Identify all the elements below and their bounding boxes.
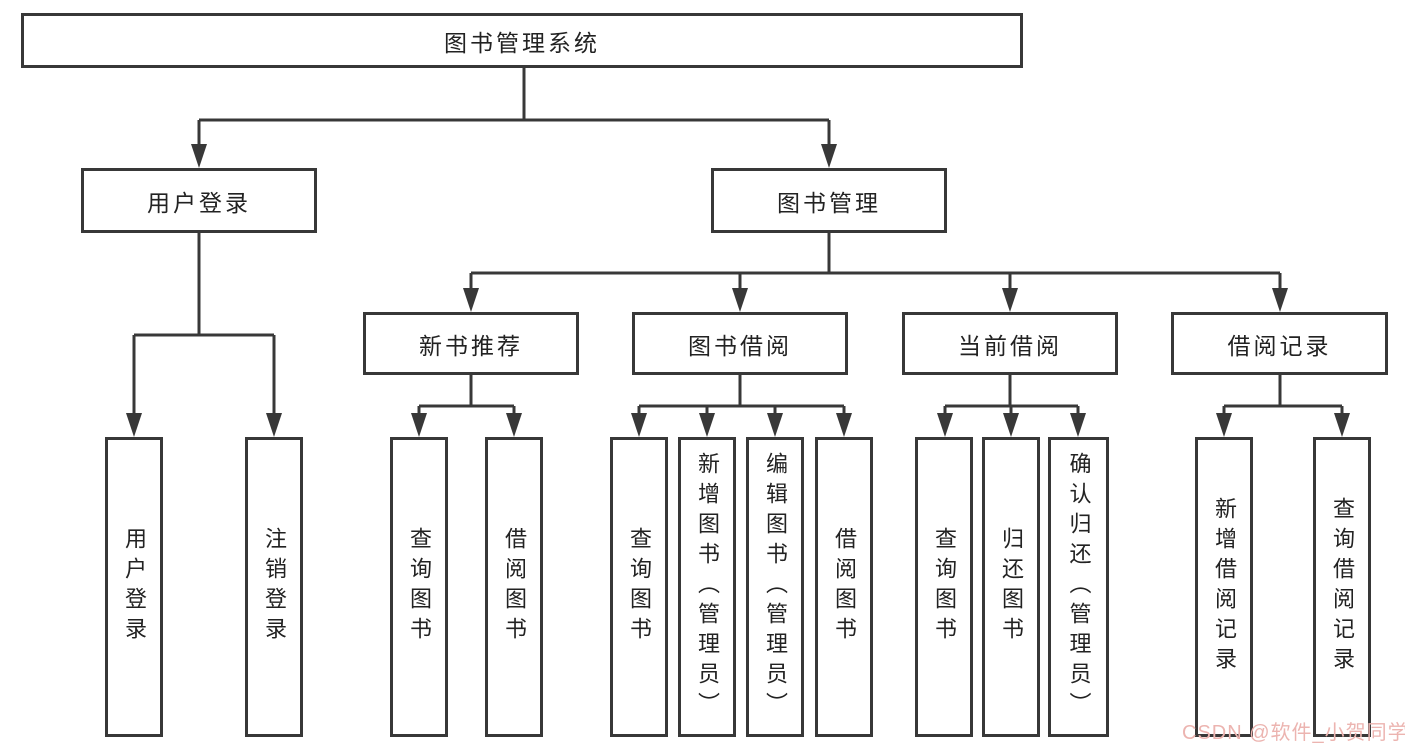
csdn-watermark: CSDN @软件_小贺同学 (1182, 722, 1405, 744)
node-book-borrow: 图书借阅 (632, 312, 848, 375)
leaf-nb-borrow-book-label: 借阅图书 (502, 527, 527, 647)
node-current-borrow: 当前借阅 (902, 312, 1118, 375)
node-new-book-recommend: 新书推荐 (363, 312, 579, 375)
node-book-management-label: 图书管理 (777, 189, 881, 216)
leaf-nb-query-book-label: 查询图书 (407, 527, 432, 647)
leaf-bb-edit-book-admin: 编辑图书（管理员） (746, 437, 804, 737)
node-user-login-label: 用户登录 (147, 189, 251, 216)
node-borrow-record: 借阅记录 (1171, 312, 1388, 375)
leaf-cb-confirm-return-admin-label: 确认归还（管理员） (1066, 452, 1092, 722)
leaf-bb-query-book-label: 查询图书 (627, 527, 652, 647)
leaf-user-login-label: 用户登录 (122, 527, 147, 647)
node-root-label: 图书管理系统 (444, 29, 600, 56)
leaf-cb-query-book: 查询图书 (915, 437, 973, 737)
leaf-cb-return-book: 归还图书 (982, 437, 1040, 737)
leaf-logout-label: 注销登录 (262, 527, 287, 647)
node-user-login: 用户登录 (81, 168, 317, 233)
node-book-borrow-label: 图书借阅 (688, 332, 792, 359)
leaf-cb-return-book-label: 归还图书 (999, 527, 1024, 647)
leaf-br-add-record-label: 新增借阅记录 (1212, 497, 1237, 677)
leaf-bb-borrow-book-label: 借阅图书 (832, 527, 857, 647)
leaf-br-query-record-label: 查询借阅记录 (1330, 497, 1355, 677)
leaf-nb-query-book: 查询图书 (390, 437, 448, 737)
leaf-br-query-record: 查询借阅记录 (1313, 437, 1371, 737)
leaf-bb-add-book-admin: 新增图书（管理员） (678, 437, 736, 737)
leaf-bb-edit-book-admin-label: 编辑图书（管理员） (763, 452, 788, 722)
leaf-cb-query-book-label: 查询图书 (932, 527, 957, 647)
node-borrow-record-label: 借阅记录 (1227, 332, 1332, 359)
node-new-book-recommend-label: 新书推荐 (419, 332, 523, 359)
leaf-bb-query-book: 查询图书 (610, 437, 668, 737)
leaf-logout: 注销登录 (245, 437, 303, 737)
leaf-br-add-record: 新增借阅记录 (1195, 437, 1253, 737)
node-root: 图书管理系统 (21, 13, 1023, 68)
leaf-cb-confirm-return-admin: 确认归还（管理员） (1048, 437, 1109, 737)
leaf-bb-add-book-admin-label: 新增图书（管理员） (695, 452, 720, 722)
leaf-bb-borrow-book: 借阅图书 (815, 437, 873, 737)
node-current-borrow-label: 当前借阅 (958, 332, 1062, 359)
leaf-nb-borrow-book: 借阅图书 (485, 437, 543, 737)
node-book-management: 图书管理 (711, 168, 947, 233)
arrowheads (126, 144, 1350, 437)
leaf-user-login: 用户登录 (105, 437, 163, 737)
